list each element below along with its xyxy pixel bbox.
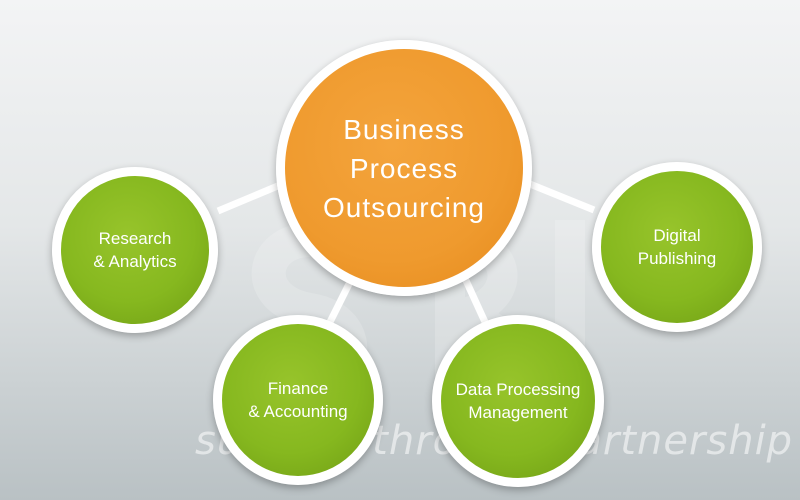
node-label-line2: Publishing [637, 249, 717, 268]
node-label-line1: Data Processing [455, 380, 581, 399]
node-label-line1: Finance [267, 379, 329, 398]
node-business-process-outsourcing: Business Process Outsourcing [276, 40, 532, 296]
node-label-line2: Management [468, 403, 568, 422]
center-label-line2: Process [349, 152, 459, 184]
link-digital [518, 176, 596, 214]
node-label-line1: Digital [653, 226, 701, 245]
node-label-line2: & Analytics [93, 252, 177, 271]
node-finance-accounting: Finance & Accounting [213, 315, 383, 485]
node-label-line2: & Accounting [248, 402, 348, 421]
center-label-line3: Outsourcing [323, 191, 485, 223]
node-label-line1: Research [98, 229, 172, 248]
link-dataproc [459, 272, 489, 324]
node-data-processing-management: Data Processing Management [432, 315, 604, 487]
node-digital-publishing: Digital Publishing [592, 162, 762, 332]
node-research-analytics: Research & Analytics [52, 167, 218, 333]
center-label-line1: Business [343, 113, 465, 145]
